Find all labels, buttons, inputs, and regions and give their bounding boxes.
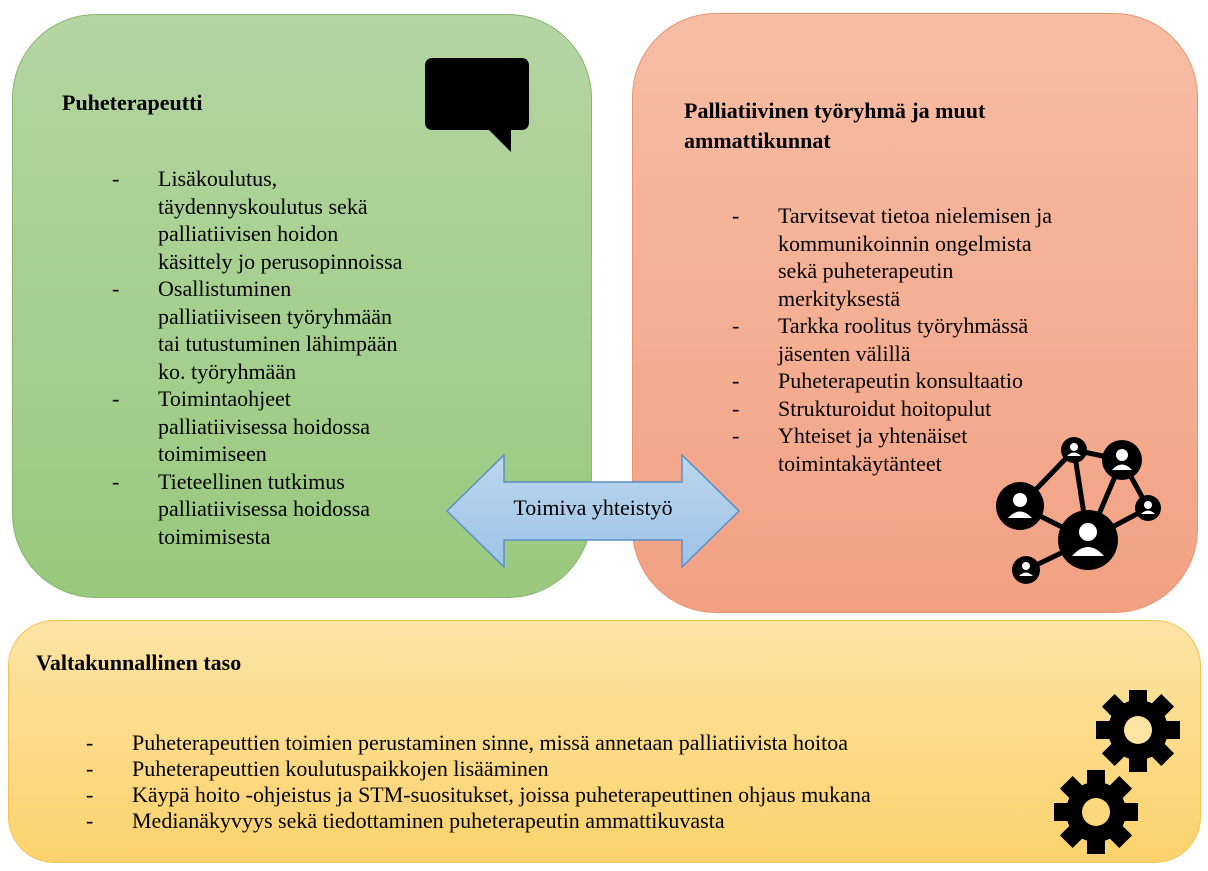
- list-item: Puheterapeuttien toimien perustaminen si…: [86, 730, 1046, 756]
- double-arrow-icon: [446, 454, 740, 568]
- speech-therapist-list: Lisäkoulutus, täydennyskoulutus sekä pal…: [112, 165, 412, 550]
- speech-bubble-icon: [425, 58, 529, 152]
- list-item: Tarvitsevat tietoa nielemisen ja kommuni…: [732, 202, 1072, 312]
- palliative-team-title-line2: ammattikunnat: [684, 128, 831, 153]
- palliative-team-title: Palliatiivinen työryhmä ja muut ammattik…: [684, 96, 985, 156]
- speech-therapist-title: Puheterapeutti: [62, 90, 203, 115]
- palliative-team-list: Tarvitsevat tietoa nielemisen ja kommuni…: [732, 202, 1072, 477]
- list-item: Toimintaohjeet palliatiivisessa hoidossa…: [112, 385, 412, 468]
- list-item: Puheterapeuttien koulutuspaikkojen lisää…: [86, 756, 1046, 782]
- list-item: Lisäkoulutus, täydennyskoulutus sekä pal…: [112, 165, 412, 275]
- list-item: Tieteellinen tutkimus palliatiivisessa h…: [112, 468, 412, 551]
- list-item: Strukturoidut hoitopulut: [732, 395, 1072, 423]
- national-level-list: Puheterapeuttien toimien perustaminen si…: [86, 730, 1046, 834]
- palliative-team-title-line1: Palliatiivinen työryhmä ja muut: [684, 98, 986, 123]
- connector-label: Toimiva yhteistyö: [513, 495, 673, 520]
- list-item: Tarkka roolitus työryhmässä jäsenten väl…: [732, 312, 1072, 367]
- list-item: Käypä hoito -ohjeistus ja STM-suositukse…: [86, 782, 1046, 808]
- network-people-icon: [996, 437, 1161, 584]
- gears-icon: [1054, 690, 1180, 854]
- list-item: Osallistuminen palliatiiviseen työryhmää…: [112, 275, 412, 385]
- list-item: Puheterapeutin konsultaatio: [732, 367, 1072, 395]
- list-item: Yhteiset ja yhtenäiset toimintakäytäntee…: [732, 422, 1072, 477]
- list-item: Medianäkyvyys sekä tiedottaminen puheter…: [86, 808, 1046, 834]
- national-level-title: Valtakunnallinen taso: [36, 650, 242, 675]
